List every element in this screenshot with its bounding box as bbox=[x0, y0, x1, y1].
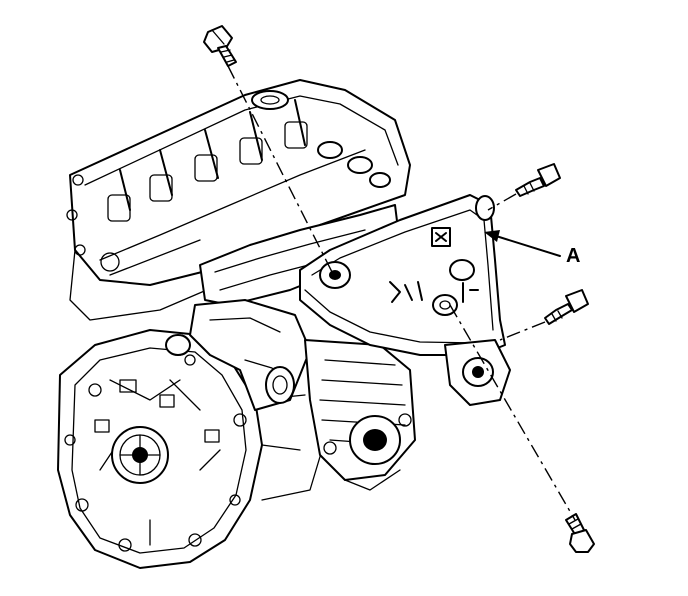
engine-block bbox=[57, 329, 326, 569]
bolt-bottom bbox=[565, 513, 595, 553]
exhaust-manifold-heat-shield bbox=[299, 194, 511, 406]
bolt-right-middle bbox=[544, 289, 589, 325]
bolt-right-upper bbox=[515, 163, 561, 197]
catalytic-converter bbox=[304, 339, 416, 491]
bolt-axis-lines bbox=[227, 65, 576, 521]
bolt-top bbox=[203, 25, 237, 67]
callout-leader-arrow bbox=[484, 230, 561, 257]
callout-label-a: A bbox=[566, 245, 581, 267]
cylinder-head bbox=[66, 79, 411, 356]
